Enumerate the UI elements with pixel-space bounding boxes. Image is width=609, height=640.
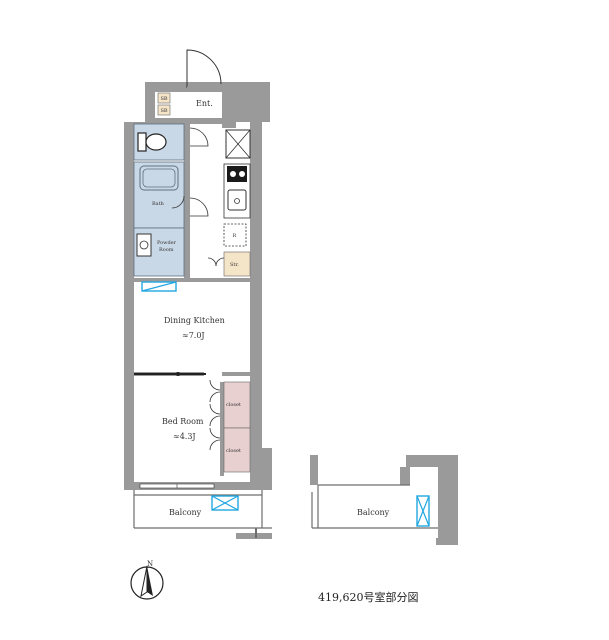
bath-label: Bath bbox=[152, 201, 165, 207]
closet-label-bottom: closet bbox=[226, 448, 241, 454]
closet-label-top: closet bbox=[226, 402, 241, 408]
dining-kitchen-label: Dining Kitchen bbox=[164, 316, 225, 325]
toilet-room bbox=[133, 123, 185, 161]
balcony-walls bbox=[133, 490, 272, 529]
bed-room-size: ≈4.3J bbox=[173, 432, 196, 441]
balcony-step-line bbox=[255, 528, 257, 538]
refrigerator-label: R bbox=[233, 233, 237, 239]
sliding-door bbox=[134, 372, 206, 376]
balcony-step bbox=[236, 533, 272, 539]
bed-room: Bed Room ≈4.3J bbox=[162, 417, 204, 441]
storage-label: Str. bbox=[230, 262, 239, 268]
storage-doors bbox=[207, 257, 225, 267]
shoe-box-label-bottom: SB bbox=[161, 108, 168, 114]
shoe-box-label-top: SB bbox=[161, 96, 168, 102]
powder-room-label-2: Room bbox=[159, 247, 174, 253]
bed-room-label: Bed Room bbox=[162, 417, 204, 426]
bath-room: Bath bbox=[133, 161, 185, 229]
main-balcony-label: Balcony bbox=[169, 508, 202, 517]
side-balcony: Balcony bbox=[310, 455, 458, 545]
dining-kitchen-size: ≈7.0J bbox=[182, 331, 205, 340]
toilet-door bbox=[189, 127, 209, 147]
north-compass: N bbox=[130, 560, 164, 600]
side-balcony-label: Balcony bbox=[357, 508, 390, 517]
pipe-shaft bbox=[225, 129, 251, 159]
plan-caption: 419,620号室部分図 bbox=[318, 590, 419, 604]
powder-room-door bbox=[189, 197, 209, 217]
powder-room: Powder Room bbox=[133, 227, 185, 277]
kitchen-counter bbox=[223, 163, 251, 219]
powder-room-label-1: Powder bbox=[157, 240, 177, 246]
closets: closet closet bbox=[223, 381, 251, 473]
main-balcony: Balcony bbox=[169, 495, 239, 517]
dining-kitchen: Dining Kitchen ≈7.0J bbox=[141, 281, 225, 340]
refrigerator: R bbox=[223, 223, 247, 247]
shoe-box: SB SB bbox=[157, 92, 171, 116]
entrance-label: Ent. bbox=[196, 99, 213, 108]
north-label: N bbox=[147, 560, 153, 568]
entrance-door bbox=[186, 49, 222, 90]
balcony-window bbox=[139, 483, 215, 489]
bath-door bbox=[171, 195, 185, 209]
storage: Str. bbox=[223, 251, 251, 277]
closet-doors bbox=[209, 379, 221, 451]
